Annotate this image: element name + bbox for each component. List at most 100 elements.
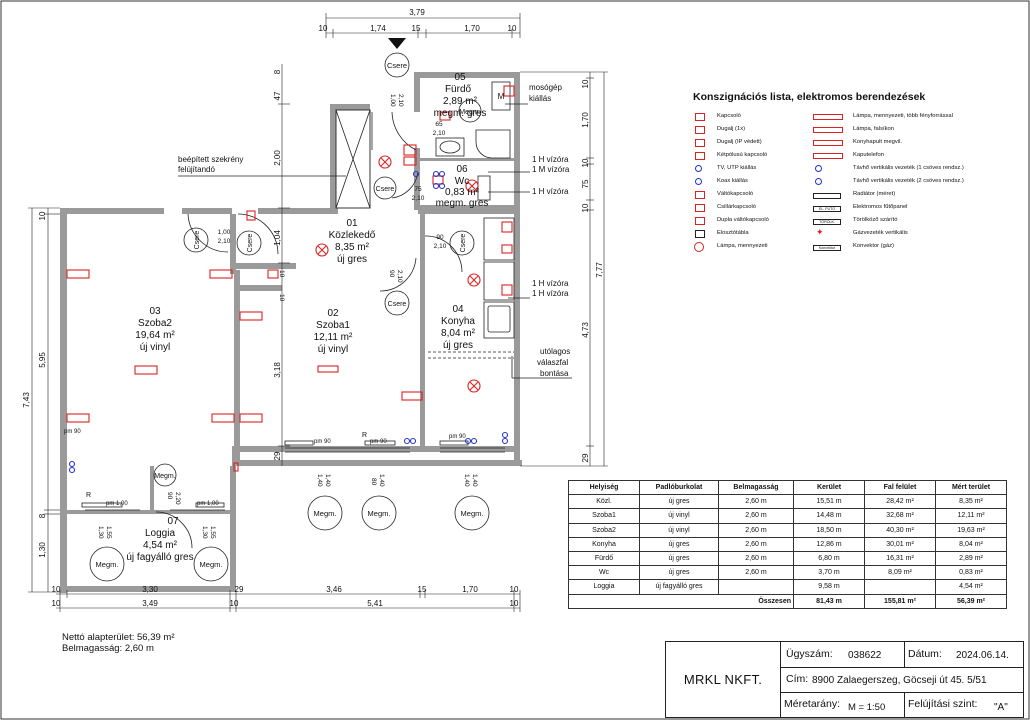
- svg-text:10: 10: [510, 599, 519, 608]
- ceiling-lamp-icon: [315, 243, 329, 257]
- svg-text:1,55: 1,55: [209, 526, 216, 539]
- legend-symbol-icon: [693, 229, 707, 238]
- room-02: 02 Szoba1 12,11 m² új vinyl: [314, 308, 353, 355]
- svg-text:1,70: 1,70: [462, 585, 478, 594]
- table-cell: új vinyl: [639, 522, 719, 538]
- legend-label: Törölköző szárító: [853, 217, 898, 223]
- table-cell: 2,60 m: [718, 536, 794, 552]
- svg-text:pm 90: pm 90: [64, 429, 81, 435]
- table-cell: [864, 579, 936, 595]
- svg-text:10: 10: [581, 158, 590, 167]
- svg-text:Megm.: Megm.: [459, 109, 480, 116]
- doors: [155, 111, 463, 549]
- legend-symbol-icon: [693, 164, 707, 173]
- csere-marker: [384, 290, 410, 316]
- svg-text:Csere: Csere: [247, 234, 254, 253]
- room-07: 07 Loggia 4,54 m² új fagyálló gres: [126, 516, 193, 563]
- table-cell: 40,30 m²: [864, 522, 936, 538]
- ceiling-lamp-icon: [465, 179, 479, 193]
- table-cell: új gres: [639, 550, 719, 567]
- svg-text:Csere: Csere: [376, 186, 395, 193]
- svg-text:7,77: 7,77: [595, 262, 604, 278]
- legend-label: Kapcsoló: [717, 113, 741, 119]
- legend-symbol-icon: [693, 177, 707, 186]
- megm-marker: [454, 495, 490, 531]
- table-cell: 3,70 m: [793, 565, 865, 581]
- svg-text:06: 06: [456, 164, 468, 175]
- table-cell: új gres: [639, 494, 719, 510]
- table-cell: 12,86 m: [793, 536, 865, 552]
- room-03: 03 Szoba2 19,64 m² új vinyl: [135, 306, 175, 353]
- top-dimensions: 3,79 10 1,74 15 1,70 10: [319, 8, 521, 49]
- svg-text:01: 01: [346, 218, 358, 229]
- svg-text:megm. gres: megm. gres: [436, 198, 489, 209]
- datum-value: 2024.06.14.: [956, 650, 1009, 661]
- entrance-arrow-icon: [388, 38, 406, 49]
- legend-symbol-icon: [813, 112, 843, 121]
- table-cell: Fürdő: [568, 550, 640, 567]
- legend-symbol-icon: ✦: [816, 226, 824, 237]
- th-kerulet: Kerület: [793, 479, 865, 496]
- svg-text:Csere: Csere: [387, 61, 407, 70]
- svg-text:Megm.: Megm.: [368, 509, 391, 518]
- table-cell: Konyha: [568, 536, 640, 552]
- total-cell: 81,43 m: [793, 593, 865, 609]
- svg-text:5,41: 5,41: [367, 599, 383, 608]
- svg-text:04: 04: [452, 304, 464, 315]
- inline-dims: 75 2,10 1,00 2,10 65 2,10 90 2,10 1,00 2…: [97, 94, 478, 539]
- table-cell: Wc: [568, 565, 640, 581]
- svg-text:3,49: 3,49: [142, 599, 158, 608]
- svg-text:kiállás: kiállás: [529, 94, 551, 103]
- table-cell: 2,89 m²: [935, 550, 1007, 567]
- table-cell: 8,04 m²: [935, 536, 1007, 552]
- table-cell: 16,31 m²: [864, 550, 936, 567]
- bottom-dimensions: 10 3,30 29 3,46 15 1,70 10 10 3,49 10 5,…: [52, 585, 521, 612]
- svg-text:Megm.: Megm.: [314, 509, 337, 518]
- walls: [60, 72, 522, 593]
- sink: [483, 301, 515, 339]
- svg-text:pm 90: pm 90: [370, 439, 387, 445]
- datum-label: Dátum:: [908, 648, 942, 660]
- svg-text:1,40: 1,40: [471, 474, 478, 487]
- svg-text:4,73: 4,73: [581, 322, 590, 338]
- svg-text:1,30: 1,30: [38, 542, 47, 558]
- legend-label: Távhő vertikális vezeték (2 csöves rends…: [853, 178, 964, 184]
- legend-symbol-icon: [813, 190, 841, 199]
- legend-label: Elektromos fűtőpanel: [853, 204, 908, 210]
- ceiling-lamp-icon: [467, 273, 481, 287]
- svg-text:Loggia: Loggia: [145, 528, 175, 539]
- csere-marker: [384, 52, 410, 78]
- svg-text:75: 75: [414, 186, 422, 193]
- total-cell: 56,39 m²: [935, 593, 1007, 609]
- svg-text:1 H vízóra: 1 H vízóra: [532, 289, 569, 298]
- svg-text:pm 1,00: pm 1,00: [197, 501, 219, 507]
- meretarany-value: M = 1:50: [848, 702, 886, 713]
- svg-text:Konyha: Konyha: [441, 316, 475, 327]
- table-cell: új fagyálló gres: [639, 579, 719, 595]
- svg-text:megm. gres: megm. gres: [434, 108, 487, 119]
- legend-symbol-icon: Konvektor: [813, 242, 841, 251]
- washbasin: [435, 137, 465, 157]
- csere-marker: [236, 230, 262, 256]
- svg-text:3,30: 3,30: [142, 585, 158, 594]
- svg-text:2,20: 2,20: [174, 492, 181, 505]
- dim-left-total: 7,43: [22, 392, 31, 408]
- room-04: 04 Konyha 8,04 m² új gres: [441, 304, 476, 351]
- table-cell: 2,60 m: [718, 565, 794, 581]
- legend-label: Váltókapcsoló: [717, 191, 754, 197]
- svg-text:10: 10: [278, 294, 285, 302]
- table-cell: új vinyl: [639, 508, 719, 524]
- legend-label: Radiátor (méret): [853, 191, 896, 197]
- svg-text:10: 10: [581, 79, 590, 88]
- svg-text:07: 07: [167, 516, 179, 527]
- svg-text:új vinyl: új vinyl: [318, 344, 349, 355]
- legend-symbol-icon: [693, 203, 707, 212]
- room-01: 01 Közlekedő 8,35 m² új gres: [329, 218, 376, 265]
- right-dimensions: 7,77 4,73 10 1,70 10 75 10 29: [520, 71, 608, 467]
- legend-label: Dupla váltókapcsoló: [717, 217, 769, 223]
- legend-label: Dugalj (1x): [717, 126, 746, 132]
- th-falfelulet: Fal felület: [864, 479, 936, 496]
